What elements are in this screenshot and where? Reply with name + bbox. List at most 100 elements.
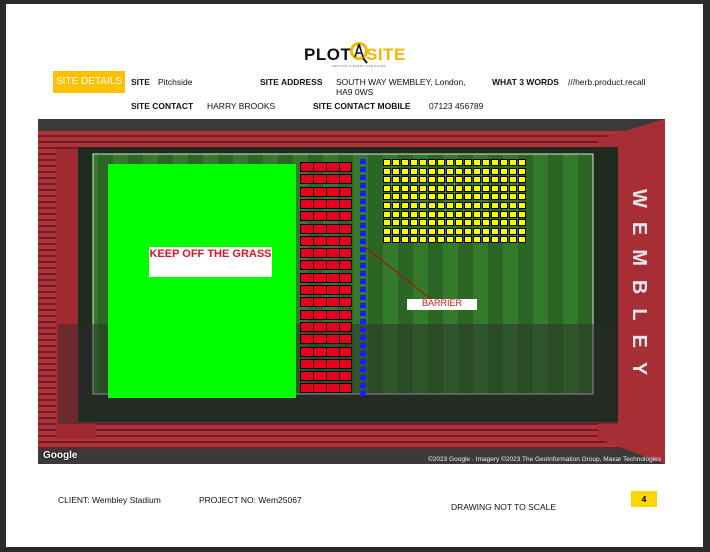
- standing-cell: [446, 167, 454, 175]
- standing-cell: [392, 202, 400, 209]
- barrier-segment: [360, 287, 366, 292]
- standing-cell: [455, 193, 463, 201]
- standing-cell: [491, 193, 499, 201]
- standing-cell: [518, 193, 526, 201]
- standing-cell: [392, 167, 400, 175]
- standing-cell: [410, 176, 418, 184]
- standing-cell: [509, 202, 517, 209]
- standing-cell: [392, 159, 400, 166]
- standing-cell: [455, 236, 463, 244]
- barrier-segment: [360, 167, 366, 172]
- standing-cell: [428, 236, 436, 244]
- standing-cell: [410, 159, 418, 166]
- w3w-value: ///herb.product.recall: [568, 77, 646, 87]
- standing-cell: [509, 210, 517, 218]
- standing-cell: [437, 167, 445, 175]
- standing-cell: [500, 219, 508, 227]
- standing-cell: [401, 236, 409, 244]
- standing-cell: [509, 193, 517, 201]
- standing-cell: [401, 202, 409, 209]
- standing-cell: [383, 210, 391, 218]
- seat-row: [300, 383, 352, 394]
- standing-cell: [482, 167, 490, 175]
- seat-row: [300, 248, 352, 259]
- barrier-segment: [360, 391, 366, 396]
- seat-row: [300, 272, 352, 283]
- barrier-segment: [360, 239, 366, 244]
- standing-cell: [437, 227, 445, 235]
- barrier-segment: [360, 295, 366, 300]
- seat-row: [300, 162, 352, 172]
- standing-cell: [509, 176, 517, 184]
- address-label: SITE ADDRESS: [260, 77, 323, 87]
- seat-row: [300, 260, 352, 271]
- standing-cell: [500, 193, 508, 201]
- contact-label: SITE CONTACT: [131, 101, 194, 111]
- standing-cell: [455, 227, 463, 235]
- seat-row: [300, 211, 352, 222]
- standing-cell: [401, 210, 409, 218]
- standing-cell: [473, 210, 481, 218]
- standing-cell: [464, 210, 472, 218]
- standing-cell: [401, 219, 409, 227]
- standing-cell: [473, 202, 481, 209]
- standing-cell: [446, 236, 454, 244]
- standing-cell: [401, 193, 409, 201]
- address-line1: SOUTH WAY WEMBLEY, London,: [336, 77, 466, 87]
- standing-cell: [473, 227, 481, 235]
- standing-cell: [410, 184, 418, 192]
- standing-cell: [446, 176, 454, 184]
- barrier-segment: [360, 183, 366, 188]
- barrier-segment: [360, 159, 366, 164]
- standing-cell: [473, 159, 481, 166]
- plotsite-logo: PLOT SITE FESTIVAL & EVENT SITE PLANS: [304, 41, 414, 71]
- standing-cell: [482, 236, 490, 244]
- standing-cell: [410, 219, 418, 227]
- standing-cell: [437, 184, 445, 192]
- standing-cell: [401, 159, 409, 166]
- barrier-segment: [360, 359, 366, 364]
- standing-cell: [437, 202, 445, 209]
- red-seating-block: [300, 162, 352, 396]
- standing-cell: [455, 219, 463, 227]
- standing-cell: [518, 227, 526, 235]
- standing-cell: [383, 219, 391, 227]
- barrier-segment: [360, 327, 366, 332]
- barrier-segment: [360, 199, 366, 204]
- yellow-standing-grid: [383, 159, 528, 245]
- standing-cell: [419, 236, 427, 244]
- standing-cell: [437, 210, 445, 218]
- standing-cell: [482, 193, 490, 201]
- standing-cell: [383, 159, 391, 166]
- standing-cell: [500, 227, 508, 235]
- imagery-credit: ©2023 Google · Imagery ©2023 The GeoInfo…: [428, 456, 661, 463]
- standing-cell: [464, 159, 472, 166]
- mobile-label: SITE CONTACT MOBILE: [313, 101, 411, 111]
- seat-row: [300, 285, 352, 295]
- standing-cell: [446, 210, 454, 218]
- standing-cell: [446, 193, 454, 201]
- barrier-segment: [360, 223, 366, 228]
- standing-cell: [419, 227, 427, 235]
- project-number: PROJECT NO: Wem25067: [199, 495, 302, 505]
- standing-cell: [383, 227, 391, 235]
- standing-cell: [428, 176, 436, 184]
- standing-cell: [401, 184, 409, 192]
- standing-cell: [410, 202, 418, 209]
- standing-cell: [392, 210, 400, 218]
- standing-cell: [491, 184, 499, 192]
- standing-cell: [437, 219, 445, 227]
- standing-cell: [518, 184, 526, 192]
- standing-cell: [410, 227, 418, 235]
- standing-cell: [473, 236, 481, 244]
- standing-cell: [419, 193, 427, 201]
- standing-cell: [410, 193, 418, 201]
- logo-tagline: FESTIVAL & EVENT SITE PLANS: [332, 64, 386, 68]
- standing-cell: [464, 236, 472, 244]
- barrier-segment: [360, 263, 366, 268]
- plan-page: PLOT SITE FESTIVAL & EVENT SITE PLANS SI…: [6, 4, 703, 547]
- seat-row: [300, 174, 352, 185]
- barrier-segment: [360, 191, 366, 196]
- standing-cell: [491, 236, 499, 244]
- standing-cell: [383, 184, 391, 192]
